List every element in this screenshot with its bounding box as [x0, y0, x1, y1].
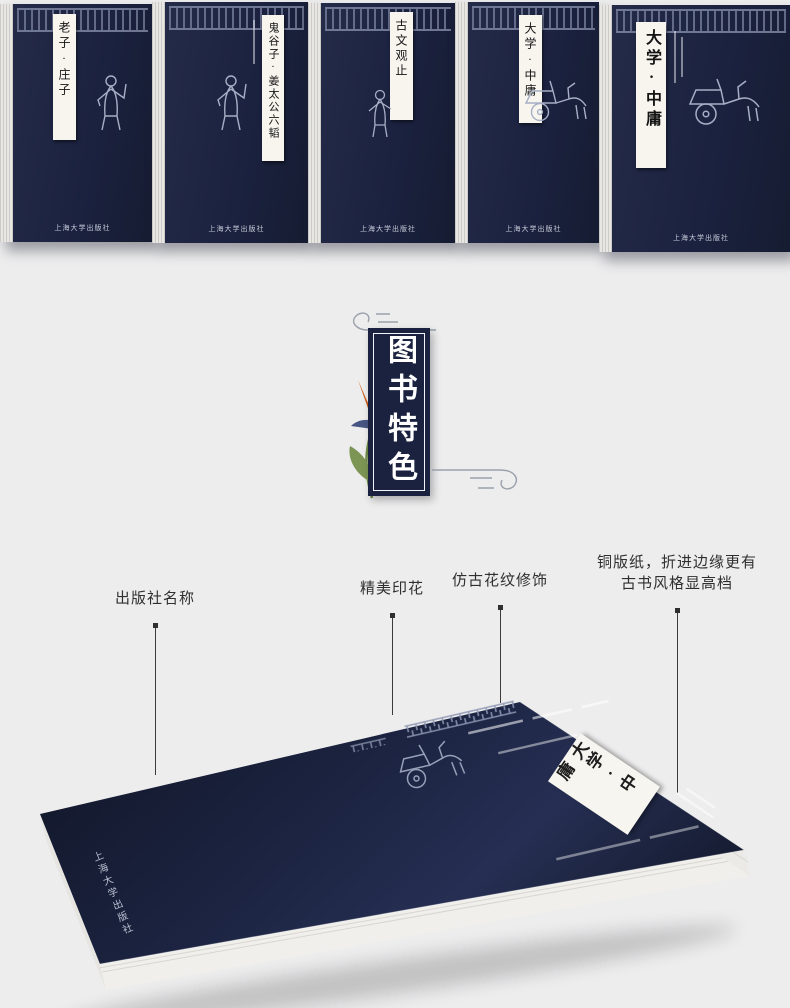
callout-print-art: 精美印花 [332, 578, 452, 715]
horse-cart-icon [399, 740, 466, 789]
small-slogan-text-marks [556, 825, 699, 861]
book-guwenguanzhi: 古文观止 上海大学出版社 [308, 3, 455, 243]
small-credit-text-marks [468, 699, 609, 735]
book-title: 古文观止 [394, 19, 408, 79]
callout-marker-dot [152, 623, 158, 628]
callout-label: 出版社名称 [114, 590, 195, 607]
book-title: 老子·庄子 [57, 21, 71, 98]
callout-label: 仿古花纹修饰 [451, 572, 548, 589]
horse-cart-icon [688, 78, 760, 125]
book-title-strip: 老子·庄子 [53, 14, 76, 140]
cover-meander-band [404, 698, 517, 740]
book-laozi-zhuangzi: 老子·庄子 上海大学出版社 [0, 4, 152, 242]
callout-coated-paper: 铜版纸，折进边缘更有 古书风格显高档 [582, 552, 772, 793]
book-front-cover: 老子·庄子 上海大学出版社 [13, 4, 152, 242]
callout-marker-dot [674, 608, 680, 613]
cover-meander-band-small [350, 735, 388, 753]
figure-illustration-icon [217, 75, 247, 131]
book-front-cover: 鬼谷子·姜太公六韬 上海大学出版社 [165, 2, 308, 243]
book-daxue-zhongyong-back: 大学·中庸 上海大学出版社 [455, 2, 599, 243]
small-credit-text-marks [498, 733, 579, 755]
book-pages-edge [152, 2, 165, 243]
small-slogan-text-marks [676, 787, 716, 819]
publisher-text: 上海大学出版社 [54, 225, 111, 232]
meander-pattern-band [325, 7, 451, 31]
pages-left-edge [40, 814, 106, 990]
book-front-cover: 大学·中庸 上海大学出版社 [612, 5, 790, 252]
publisher-text: 上海大学出版社 [360, 226, 416, 233]
bottom-book-illustration [40, 698, 750, 1008]
publisher-text: 上海大学出版社 [673, 235, 729, 242]
book-pages-edge [0, 4, 13, 242]
callout-publisher-name: 出版社名称 [95, 588, 215, 775]
horse-cart-icon [524, 80, 587, 122]
book-pages-edge [308, 3, 321, 243]
book-title-strip: 鬼谷子·姜太公六韬 [262, 15, 284, 161]
book-title: 大学·中庸 [643, 29, 660, 130]
feature-banner-border: 图书特色 [373, 333, 425, 491]
small-credit-text-mark [674, 31, 676, 83]
book-title-strip: 大学·中庸 [636, 22, 666, 168]
book-pages-edge [455, 2, 468, 243]
book-guiguzi: 鬼谷子·姜太公六韬 上海大学出版社 [152, 2, 308, 243]
callout-pointer-line [676, 613, 678, 793]
callout-pointer-line [391, 618, 393, 715]
callout-label: 精美印花 [359, 580, 424, 597]
cloud-flourish-icon [432, 469, 518, 490]
feature-banner: 图书特色 [368, 328, 430, 496]
meander-pattern-band [616, 9, 786, 33]
book-ground-shadow [63, 925, 737, 1008]
publisher-text: 上海大学出版社 [505, 226, 562, 233]
book-title: 大学·中庸 [523, 22, 537, 99]
book-daxue-zhongyong-front: 大学·中庸 上海大学出版社 [599, 5, 790, 252]
small-credit-text-mark [253, 20, 255, 64]
figure-illustration-icon [97, 75, 127, 131]
small-credit-text-mark [681, 37, 683, 77]
book-front-cover: 大学·中庸 上海大学出版社 [468, 2, 599, 243]
callout-label-line1: 铜版纸，折进边缘更有 [596, 554, 757, 571]
book-title-strip: 大学·中庸 [519, 15, 542, 123]
figure-illustration-icon [368, 89, 392, 138]
book-title-strip: 古文观止 [390, 12, 413, 120]
callout-pointer-line [499, 610, 501, 703]
pages-bottom-edge [100, 850, 750, 990]
publisher-text: 上海大学出版社 [208, 226, 265, 233]
callout-marker-dot [497, 605, 503, 610]
callout-label-line2: 古书风格显高档 [620, 575, 733, 592]
callout-pointer-line [154, 628, 156, 775]
book-pages-edge [599, 5, 612, 252]
meander-pattern-band [17, 8, 148, 32]
callout-antique-pattern: 仿古花纹修饰 [430, 570, 570, 703]
callout-marker-dot [389, 613, 395, 618]
book-front-cover: 古文观止 上海大学出版社 [321, 3, 455, 243]
book-title: 鬼谷子·姜太公六韬 [267, 22, 279, 140]
feature-banner-title: 图书特色 [383, 334, 416, 490]
